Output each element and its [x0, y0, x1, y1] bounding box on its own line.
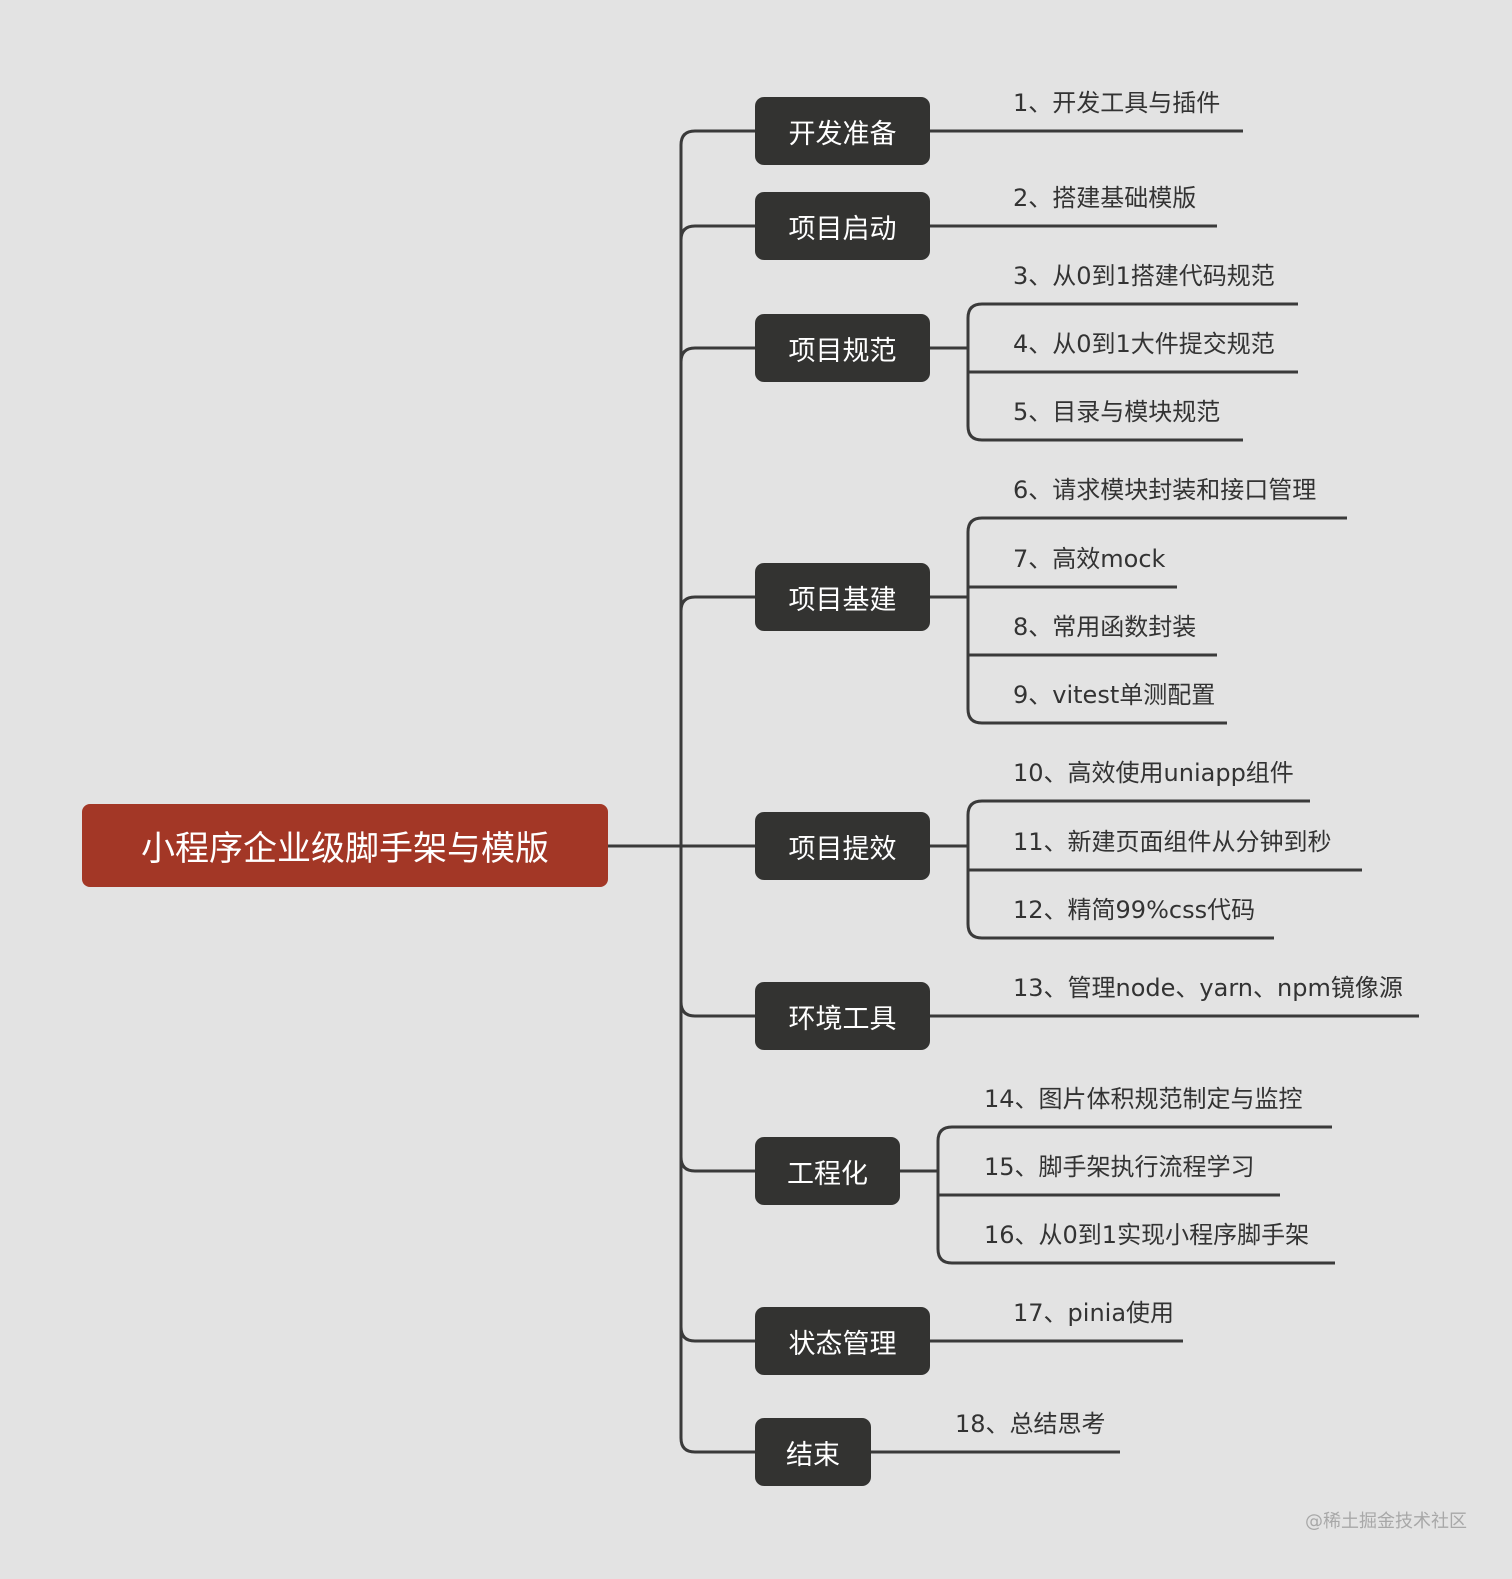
branch-connector [679, 1001, 755, 1018]
leaf-topic[interactable]: 16、从0到1实现小程序脚手架 [984, 1221, 1310, 1249]
leaf-underline [966, 302, 1298, 319]
leaf-topic[interactable]: 18、总结思考 [955, 1410, 1106, 1438]
leaf-topic[interactable]: 17、pinia使用 [1013, 1299, 1175, 1327]
branch-node[interactable]: 工程化 [755, 1137, 900, 1205]
leaf-topic[interactable]: 1、开发工具与插件 [1013, 89, 1221, 117]
leaf-underline [966, 425, 1243, 442]
leaf-topic[interactable]: 9、vitest单测配置 [1013, 681, 1216, 709]
leaf-topic[interactable]: 6、请求模块封装和接口管理 [1013, 476, 1317, 504]
leaf-topic[interactable]: 5、目录与模块规范 [1013, 398, 1221, 426]
branch-node[interactable]: 环境工具 [755, 982, 930, 1050]
leaf-underline [966, 516, 1347, 533]
leaf-underline [966, 923, 1274, 940]
branch-node[interactable]: 项目提效 [755, 812, 930, 880]
leaf-topic[interactable]: 14、图片体积规范制定与监控 [984, 1085, 1303, 1113]
leaf-topic[interactable]: 3、从0到1搭建代码规范 [1013, 262, 1275, 290]
leaf-topic[interactable]: 7、高效mock [1013, 545, 1166, 573]
leaf-underline [936, 1125, 1332, 1142]
watermark: @稀土掘金技术社区 [1305, 1511, 1467, 1532]
branch-connector [679, 595, 755, 612]
leaf-topic[interactable]: 15、脚手架执行流程学习 [984, 1153, 1255, 1181]
branch-connector [679, 1326, 755, 1343]
leaf-topic[interactable]: 11、新建页面组件从分钟到秒 [1013, 828, 1332, 856]
leaf-topic[interactable]: 2、搭建基础模版 [1013, 184, 1197, 212]
branch-node[interactable]: 项目启动 [755, 192, 930, 260]
root-node[interactable]: 小程序企业级脚手架与模版 [82, 804, 608, 887]
branch-connector [679, 129, 755, 146]
branch-node[interactable]: 项目规范 [755, 314, 930, 382]
branch-connector [679, 1437, 755, 1454]
branch-node[interactable]: 开发准备 [755, 97, 930, 165]
leaf-underline [966, 708, 1227, 725]
leaf-topic[interactable]: 10、高效使用uniapp组件 [1013, 759, 1294, 787]
branch-node[interactable]: 状态管理 [755, 1307, 930, 1375]
leaf-topic[interactable]: 12、精简99%css代码 [1013, 896, 1256, 924]
leaf-topic[interactable]: 13、管理node、yarn、npm镜像源 [1013, 974, 1403, 1002]
branch-node[interactable]: 项目基建 [755, 563, 930, 631]
branch-node[interactable]: 结束 [755, 1418, 871, 1486]
branch-connector [679, 1156, 755, 1173]
branch-connector [679, 224, 755, 241]
leaf-underline [936, 1248, 1335, 1265]
leaf-topic[interactable]: 8、常用函数封装 [1013, 613, 1197, 641]
branch-connector [679, 346, 755, 363]
leaf-underline [966, 799, 1310, 816]
leaf-topic[interactable]: 4、从0到1大件提交规范 [1013, 330, 1275, 358]
